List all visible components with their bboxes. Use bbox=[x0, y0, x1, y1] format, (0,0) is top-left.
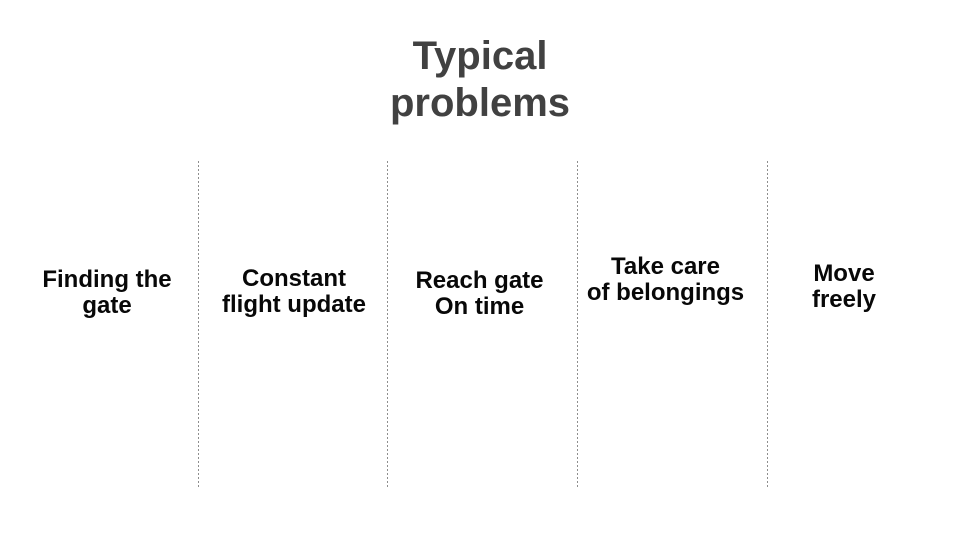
column-divider bbox=[387, 161, 388, 489]
problem-column-finding-the-gate: Finding the gate bbox=[0, 161, 198, 489]
problem-label-reach-gate-on-time: Reach gate On time bbox=[415, 267, 544, 320]
column-divider bbox=[767, 161, 768, 489]
problem-column-constant-flight-update: Constant flight update bbox=[199, 161, 387, 489]
problem-column-reach-gate-on-time: Reach gate On time bbox=[388, 161, 577, 489]
problem-column-take-care-of-belongings: Take care of belongings bbox=[578, 161, 767, 489]
problem-label-finding-the-gate: Finding the gate bbox=[42, 266, 172, 319]
column-divider bbox=[577, 161, 578, 489]
column-divider bbox=[198, 161, 199, 489]
problem-label-constant-flight-update: Constant flight update bbox=[222, 265, 366, 318]
problem-columns: Finding the gate Constant flight update … bbox=[0, 161, 960, 489]
problem-column-move-freely: Move freely bbox=[768, 161, 960, 489]
problem-label-take-care-of-belongings: Take care of belongings bbox=[586, 253, 745, 306]
problem-label-move-freely: Move freely bbox=[811, 260, 877, 313]
slide-title: Typical problems bbox=[389, 34, 571, 125]
